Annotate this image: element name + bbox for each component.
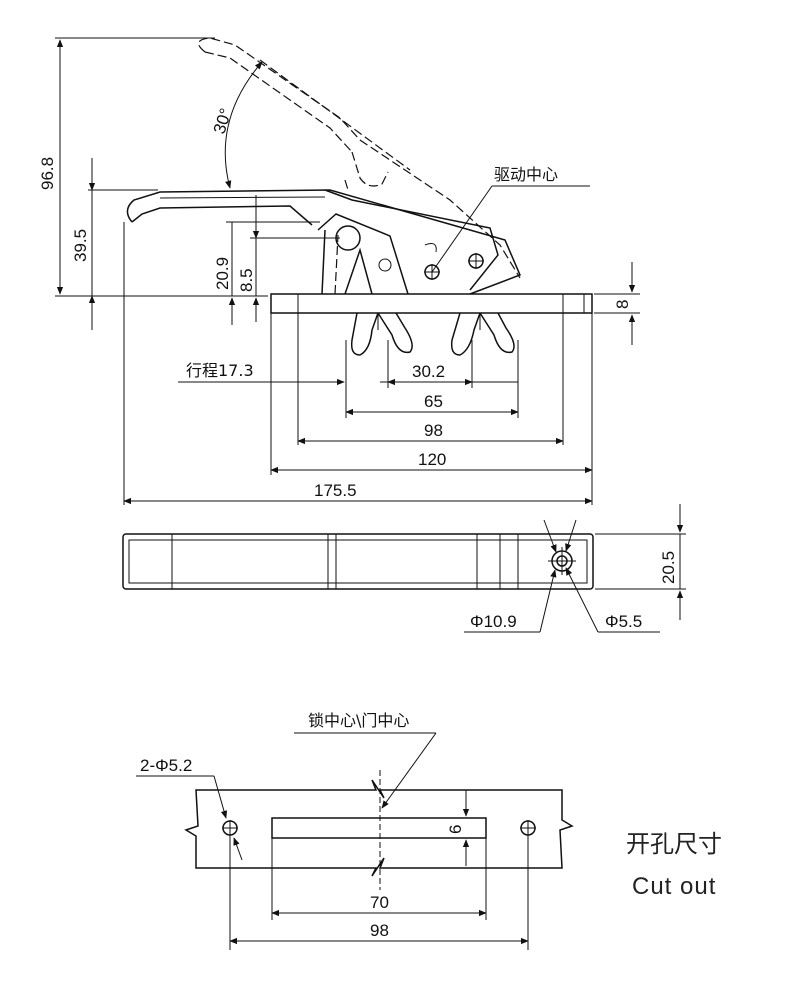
dim-30-2: 30.2 (412, 362, 445, 381)
side-view: 30° 驱动中心 96.8 39.5 20.9 8.5 8 (38, 37, 640, 505)
lock-center-label: 锁中心\门中心 (308, 711, 409, 730)
dim-120: 120 (418, 450, 446, 469)
cutout-title-en: Cut out (632, 873, 716, 900)
hole-outer-label: Φ10.9 (470, 612, 517, 631)
dim-20-9: 20.9 (213, 257, 232, 290)
angle-label: 30° (210, 106, 236, 136)
dim-8-5: 8.5 (237, 268, 256, 292)
drive-center-label: 驱动中心 (494, 165, 558, 184)
handle-open-dashed (198, 37, 521, 279)
dim-70: 70 (370, 893, 389, 912)
hole-spec-label: 2-Φ5.2 (140, 756, 192, 775)
wing-nut-left (350, 312, 413, 356)
dim-width: 20.5 (659, 551, 678, 584)
cutout-slot (271, 817, 487, 839)
dim-175-5: 175.5 (314, 481, 357, 500)
angle-arc (224, 61, 263, 189)
top-view: Φ10.9 Φ5.5 20.5 (122, 504, 686, 633)
dim-98: 98 (424, 421, 443, 440)
top-view-body (122, 533, 594, 590)
cutout-panel (184, 779, 574, 877)
dim-98-cutout: 98 (370, 921, 389, 940)
stroke-label: 行程17.3 (186, 361, 254, 380)
dim-total-height: 96.8 (38, 157, 57, 190)
wing-nut-right (450, 312, 515, 356)
dim-65: 65 (424, 392, 443, 411)
pivot-3 (468, 253, 484, 269)
dim-handle-height: 39.5 (71, 229, 90, 262)
hole-inner-label: Φ5.5 (605, 612, 642, 631)
cutout-view: 锁中心\门中心 2-Φ5.2 6 70 98 开孔尺寸 Cut out (136, 711, 722, 950)
base-plate (270, 293, 593, 314)
dim-base-thickness: 8 (613, 300, 632, 309)
cutout-title-cn: 开孔尺寸 (626, 830, 722, 858)
slot-height-label: 6 (446, 825, 465, 834)
handle-closed (126, 189, 521, 295)
